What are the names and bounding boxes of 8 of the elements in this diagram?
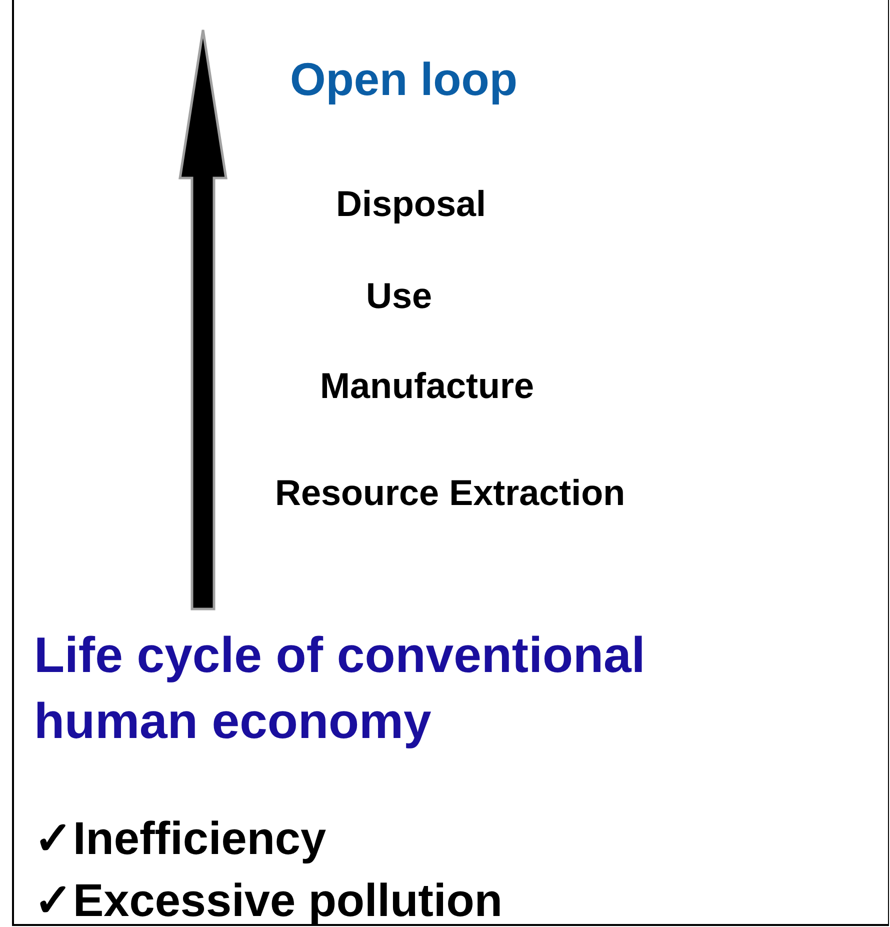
title: Open loop — [290, 56, 518, 102]
bullet-item: ✓Excessive pollution — [34, 877, 502, 923]
subtitle: Life cycle of conventional human economy — [34, 626, 646, 751]
stage-label: Resource Extraction — [275, 475, 626, 511]
stage-label: Use — [366, 278, 432, 314]
stage-label: Manufacture — [320, 368, 534, 404]
stage-label: Disposal — [336, 186, 486, 222]
bullet-item: ✓Inefficiency — [34, 815, 326, 861]
